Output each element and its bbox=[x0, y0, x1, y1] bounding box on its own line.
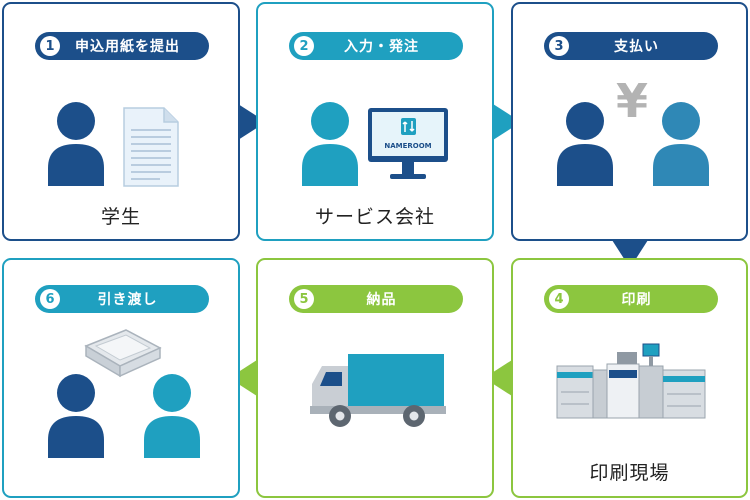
step-2-card: 2 入力・発注 NAMEROOM サービス会社 bbox=[256, 2, 494, 241]
step-4-label: 印刷 bbox=[621, 292, 652, 308]
step-6-card: 6 引き渡し bbox=[2, 258, 240, 498]
step-2-label: 入力・発注 bbox=[344, 39, 419, 55]
monitor-icon: NAMEROOM bbox=[368, 108, 448, 179]
box-icon bbox=[84, 329, 162, 378]
step-4-pill: 4 印刷 bbox=[544, 285, 718, 313]
step-3-label: 支払い bbox=[614, 39, 659, 55]
step-5-number: 5 bbox=[294, 289, 314, 309]
step-2-number: 2 bbox=[294, 36, 314, 56]
step-2-caption: サービス会社 bbox=[314, 206, 435, 228]
step-6-label: 引き渡し bbox=[97, 292, 158, 308]
step-5-pill: 5 納品 bbox=[289, 285, 463, 313]
step-5-card: 5 納品 bbox=[256, 258, 494, 498]
step-4-caption: 印刷現場 bbox=[589, 462, 670, 484]
step-1-number: 1 bbox=[40, 36, 60, 56]
step-4-number: 4 bbox=[549, 289, 569, 309]
arrow-right-icon bbox=[238, 104, 266, 140]
printer-icon bbox=[556, 343, 706, 419]
truck-icon bbox=[310, 354, 446, 427]
step-3-card: 3 支払い ¥ bbox=[511, 2, 748, 241]
person-icon bbox=[557, 102, 613, 186]
step-1-caption: 学生 bbox=[100, 206, 141, 228]
arrow-left-icon bbox=[484, 360, 512, 396]
step-2-pill: 2 入力・発注 bbox=[289, 32, 463, 60]
document-icon bbox=[123, 107, 179, 187]
arrow-down-icon bbox=[612, 240, 648, 268]
arrow-left-icon bbox=[229, 360, 257, 396]
step-6-pill: 6 引き渡し bbox=[35, 285, 209, 313]
person-icon bbox=[302, 102, 358, 186]
step-1-label: 申込用紙を提出 bbox=[75, 39, 180, 55]
step-5-label: 納品 bbox=[366, 292, 397, 308]
monitor-brand-text: NAMEROOM bbox=[384, 142, 431, 150]
step-1-card: 1 申込用紙を提出 学生 bbox=[2, 2, 240, 241]
person-icon bbox=[144, 374, 200, 458]
step-3-number: 3 bbox=[549, 36, 569, 56]
step-1-pill: 1 申込用紙を提出 bbox=[35, 32, 209, 60]
step-4-card: 4 印刷 印刷現場 bbox=[511, 258, 748, 498]
person-icon bbox=[653, 102, 709, 186]
yen-icon: ¥ bbox=[615, 74, 648, 128]
step-6-number: 6 bbox=[40, 289, 60, 309]
step-3-pill: 3 支払い bbox=[544, 32, 718, 60]
person-icon bbox=[48, 102, 104, 186]
person-icon bbox=[48, 374, 104, 458]
arrow-right-icon bbox=[493, 104, 521, 140]
